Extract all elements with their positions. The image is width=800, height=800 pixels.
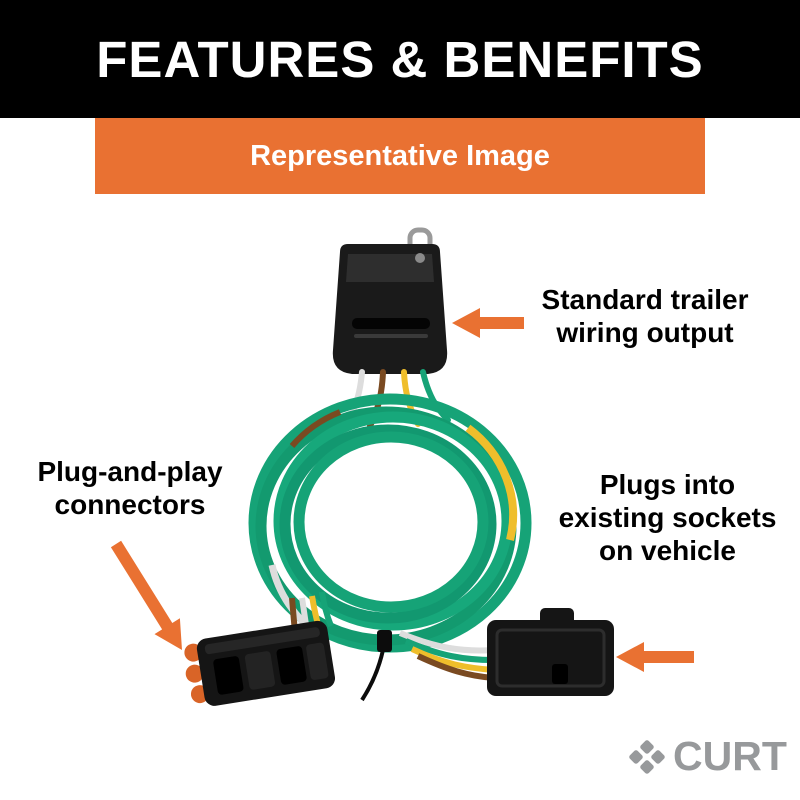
callout-text-line: Plugs into bbox=[599, 469, 736, 500]
curt-logo: CURT bbox=[628, 733, 787, 780]
curt-logo-icon bbox=[629, 739, 665, 774]
callout-text-line: wiring output bbox=[556, 317, 734, 349]
callout-text-line: Standard trailer bbox=[541, 284, 749, 315]
trailer-output-connector bbox=[332, 227, 448, 374]
wire-coil bbox=[248, 393, 532, 653]
callout-standard-trailer-wiring-output: Standard trailer wiring output bbox=[505, 283, 785, 349]
page-title: FEATURES & BENEFITS bbox=[96, 30, 704, 88]
callout-text-line: Plug-and-play bbox=[37, 456, 223, 487]
callout-text-line: existing sockets bbox=[558, 502, 777, 534]
callout-plugs-into-existing-sockets: Plugs into existing sockets on vehicle bbox=[545, 468, 790, 567]
callout-text-line: on vehicle bbox=[599, 535, 736, 567]
plug-and-play-connector-left bbox=[184, 591, 336, 706]
representative-image-banner: Representative Image bbox=[95, 118, 705, 194]
callout-arrow-output-icon bbox=[452, 308, 524, 338]
callout-text-line: connectors bbox=[54, 489, 206, 521]
vehicle-socket-connector-right bbox=[398, 608, 614, 696]
callout-arrow-sockets-icon bbox=[616, 642, 694, 672]
zip-tie bbox=[360, 630, 392, 702]
callout-arrow-plug-and-play-icon bbox=[110, 540, 182, 650]
curt-logo-text: CURT bbox=[673, 733, 787, 779]
callout-plug-and-play-connectors: Plug-and-play connectors bbox=[15, 455, 245, 521]
banner-label: Representative Image bbox=[250, 139, 550, 172]
header-bar: FEATURES & BENEFITS bbox=[0, 0, 800, 118]
